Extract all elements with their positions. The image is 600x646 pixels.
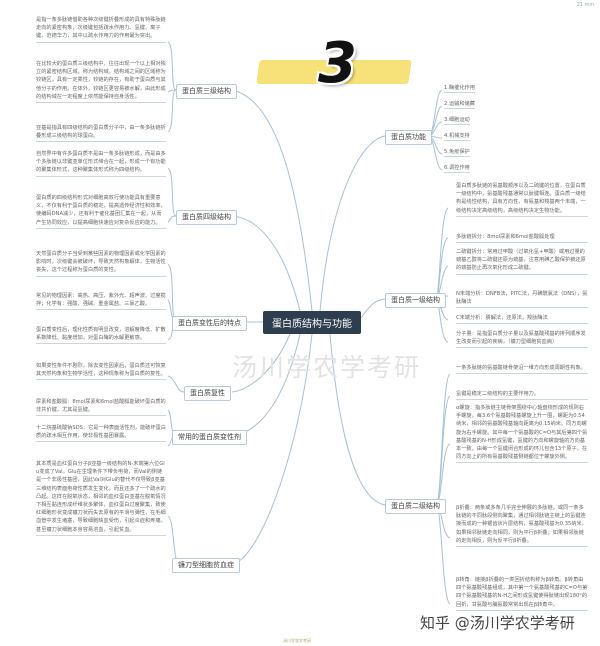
line-renature [231,333,291,393]
line-denaturant [231,333,301,437]
note-primary-2: 多肽链拆分：8mol尿素和6mol盐酸胍处理 [456,233,588,244]
note-tertiary-2: 在比较大的蛋白质三级结构中，往往出现一个以上相对独立的紧密结构区域，称为结构域。… [36,60,166,104]
note-secondary-2: 氢键是稳定二级结构的主要作用力。 [456,390,588,401]
function-item-6: 6.调控作用 [444,165,470,173]
note-secondary-1: 一条多肽链的氨基酸链骨架沿一维方向形成周期性构象。 [456,364,588,375]
note-denature-2: 常见的物理因素：高热、高压、紫外光、超声波、过度搅拌；化学有：强酸、强碱、重金属… [36,292,166,311]
note-secondary-4: β折叠：两条或多条几乎完全伸展的多肽链，或同一条多肽链的不同肽段侧向聚集，通过相… [456,504,588,548]
note-denaturant-2: 十二烷基硫酸钠SDS：它是一种表面活性剂，能破坏蛋白质的疏水相互作用，使非极性基… [36,424,166,443]
note-tertiary-1: 是指一条多肽链借助各种次级键折叠形成的具有特殊肽链走向的紧密构象，次级键包括疏水… [36,16,166,43]
note-quaternary-2: 蛋白质的四级结构形式对细胞高效行使功能具有重要意义，不仅有利于蛋白质的稳定，提高… [36,194,166,229]
note-primary-1: 蛋白质多肽链的氨基酸顺序以及二硫键的位置，在蛋白质一级结构中，氨基酸残基通常以肽… [456,182,588,217]
line-primary [360,298,386,319]
branch-quaternary[interactable]: 蛋白质四级结构 [176,210,237,225]
note-primary-5: C末端分析：肼解法，还原法，羧肽酶法 [456,314,588,325]
branch-tertiary[interactable]: 蛋白质三级结构 [176,84,237,99]
note-primary-4: N末端分析：DNFB法，PITC法，丹磺酰氯法（DNS），氨肽酶法 [456,290,588,309]
function-item-1: 1.酶催化作用 [444,85,475,93]
center-topic[interactable]: 蛋白质结构与功能 [263,311,361,334]
line-tertiary [231,89,313,312]
branch-sickle[interactable]: 镰刀型细胞贫血症 [172,558,240,573]
note-quaternary-1: 自然界中有许多蛋白质不是由一条多肽链形成，而是由多个多肽链以非键亚单位形式缔合在… [36,150,166,177]
function-item-5: 5.免疫保护 [444,149,470,157]
branch-denaturant[interactable]: 常用的蛋白质变性剂 [172,430,247,445]
function-item-4: 4.机械支持 [444,133,470,141]
note-primary-3: 二硫键拆分：常用过甲酸（过氧化氢+甲酸）或用过量的巯基乙醇将二硫键还原为巯基，注… [456,248,588,275]
note-secondary-5: β转角：链接β折叠的一类回折结构称为β转角。β转角由四个氨基酸残基组成，其中第一… [456,576,588,611]
footer-label: 汤川学农学考研 [283,638,311,643]
line-secondary [329,333,386,506]
line-quaternary [231,215,301,312]
line-function [319,135,386,312]
branch-primary[interactable]: 蛋白质一级结构 [385,293,446,308]
note-denature-1: 天然蛋白质分子当受到某些因素的物理因素或化学因素的影响时，次级键会被破坏，导致天… [36,250,166,277]
function-item-2: 2.运输和储藏 [444,101,475,109]
note-tertiary-3: 亚基是指具有四级结构的蛋白质分子中，由一条多肽链折叠形成三级结构的球蛋白。 [36,124,166,143]
note-denature-3: 蛋白质变性后，理化性质有明显改变，溶解度降低、扩散系数降低、黏度增加，对蛋白酶的… [36,326,166,345]
line-sickle [231,333,313,565]
note-sickle-1: 其本质是血红蛋白分子β亚基一级结构的N-末端第六位Glu变成了Val。Glu在生… [36,460,166,536]
branch-function[interactable]: 蛋白质功能 [385,130,432,145]
note-primary-6: 分子量：是指蛋白质分子量以及氨基酸残基的排列顺序发生改变而引起的疾病，（镰刀型细… [456,330,588,349]
badge-number: 3 [318,31,357,96]
branch-secondary[interactable]: 蛋白质二级结构 [385,499,446,514]
function-item-3: 3.细胞运动 [444,117,470,125]
note-secondary-3: α螺旋：指多肽链主链骨架围绕中心轴盘绕形成的规则右手螺旋，每3.6个氨基酸残基螺… [456,404,588,464]
note-renature-1: 如果变性条件不剧烈，除去变性因素后，蛋白质还可恢复其天然构象和生物学活性，这种现… [36,362,166,381]
corner-label: 21 min [576,2,594,8]
branch-denature[interactable]: 蛋白质变性后的特点 [172,316,247,331]
branch-renature[interactable]: 蛋白质复性 [184,386,231,401]
note-denaturant-1: 尿素和盐酸胍：8mol尿素和6mol盐酸胍能破坏蛋白质的非共价键，尤其是氢键。 [36,398,166,417]
bottom-watermark: 知乎 @汤川学农学考研 [420,614,575,632]
